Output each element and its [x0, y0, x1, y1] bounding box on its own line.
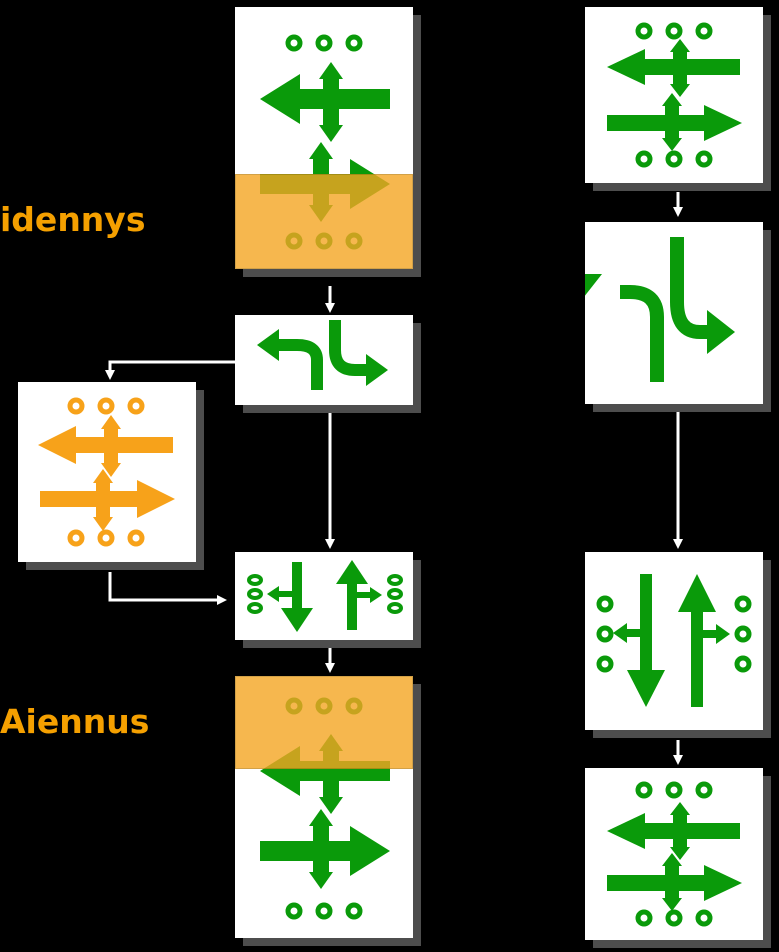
- sign-card-right-turns: [585, 222, 763, 404]
- lanes-icon: [596, 574, 752, 707]
- two-way-traffic-orange-icon: [38, 397, 175, 547]
- lanes-small-icon: [247, 560, 403, 632]
- sign-card-lanes-small: [235, 552, 413, 640]
- highlight-overlay-bottom: [235, 676, 413, 769]
- two-way-traffic-icon: [607, 22, 742, 168]
- sign-card-two-way-orange: [18, 382, 196, 562]
- arrow-connector: [108, 572, 227, 605]
- sign-card-turns: [235, 315, 413, 405]
- sign-card-right-lanes: [585, 552, 763, 730]
- sign-card-right-1: [585, 7, 763, 183]
- label-top: idennys: [0, 200, 146, 239]
- highlight-overlay-top: [235, 174, 413, 269]
- arrow-connector: [105, 360, 235, 380]
- sign-card-right-bottom: [585, 768, 763, 940]
- turn-arrows-icon: [257, 320, 388, 390]
- two-way-traffic-icon: [607, 781, 742, 927]
- label-bottom: Aiennus: [0, 702, 150, 741]
- turn-arrows-icon: [585, 237, 735, 382]
